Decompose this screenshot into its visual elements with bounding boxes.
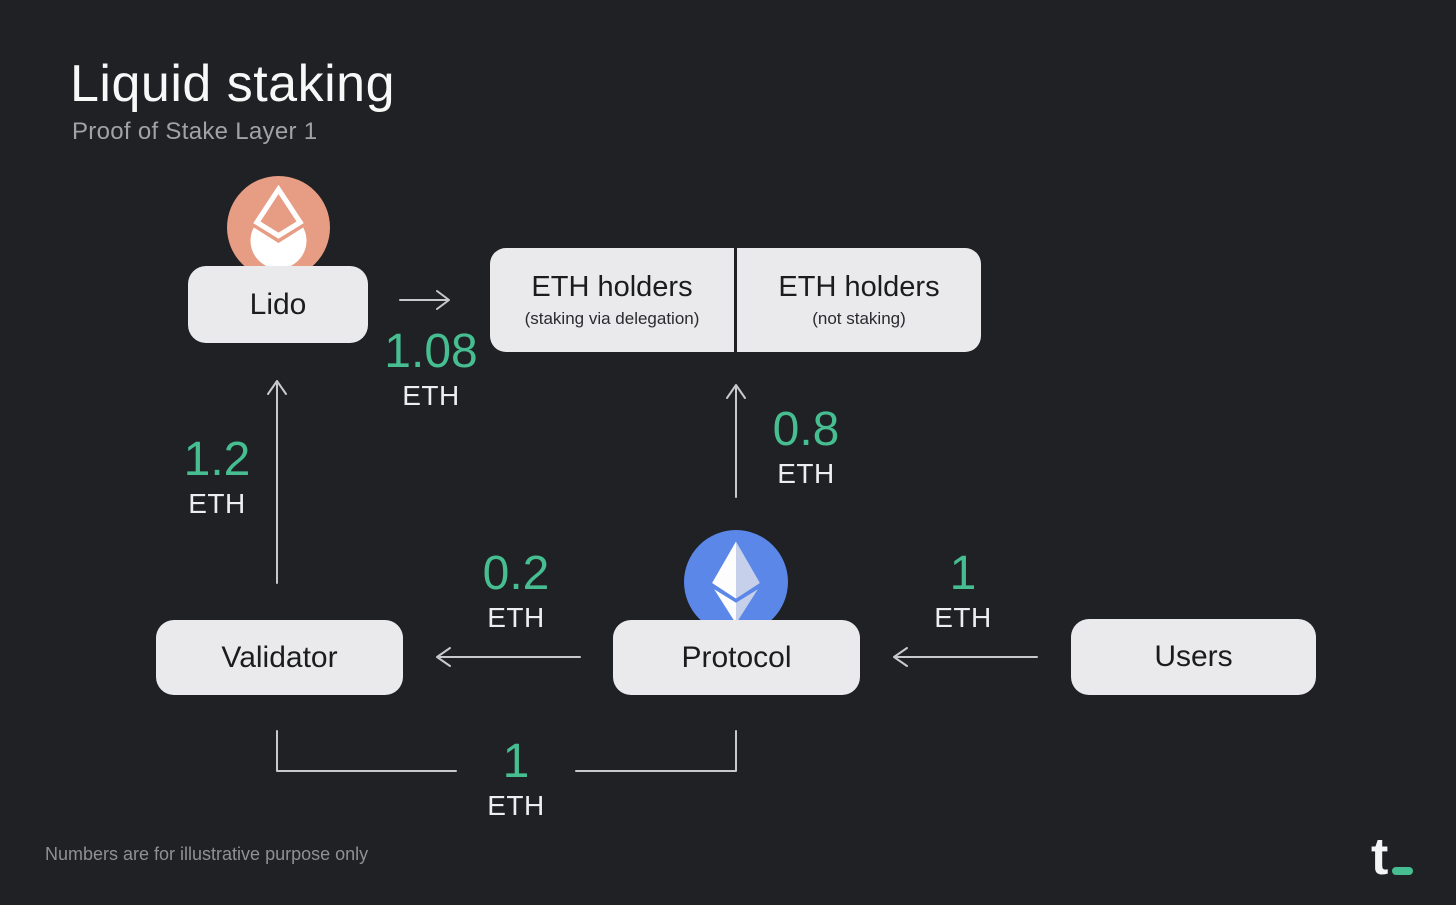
flow-value: 0.2 [482,547,550,600]
brand-logo: t [1371,828,1414,887]
arrow-lido-to-holders [399,290,450,310]
node-lido: Lido [188,266,368,343]
node-eth-holders: ETH holders (staking via delegation) ETH… [490,248,981,352]
node-eth-holders-not-staking: ETH holders (not staking) [737,248,981,352]
page-subtitle: Proof of Stake Layer 1 [72,118,318,145]
node-validator-label: Validator [221,640,338,674]
arrow-validator-to-lido [267,380,287,584]
flow-label-users-to-protocol: 1 ETH [934,550,992,632]
node-eth-holders-staking: ETH holders (staking via delegation) [490,248,734,352]
node-users-label: Users [1154,640,1233,673]
eth-holders-not-staking-label: ETH holders [778,271,940,303]
eth-holders-staking-label: ETH holders [531,271,693,303]
flow-unit: ETH [777,458,835,489]
ethereum-icon [684,530,788,634]
flow-label-protocol-to-validator: 0.2 ETH [483,550,550,632]
node-lido-label: Lido [249,287,307,321]
flow-unit: ETH [487,790,545,821]
lido-droplet-icon [227,176,330,279]
flow-unit: ETH [188,488,246,519]
arrow-users-to-protocol [893,647,1038,667]
brand-logo-letter: t [1371,828,1389,887]
footnote: Numbers are for illustrative purpose onl… [45,844,369,864]
arrow-protocol-to-validator [436,647,581,667]
node-protocol-label: Protocol [681,640,792,674]
flow-label-validator-protocol-bottom: 1 ETH [487,738,545,820]
arrow-protocol-to-holders [726,384,746,498]
flow-value: 1.08 [384,325,478,378]
node-validator: Validator [156,620,403,695]
flow-unit: ETH [487,602,545,633]
flow-label-validator-to-lido: 1.2 ETH [184,436,251,518]
flow-value: 1 [502,735,530,788]
node-protocol: Protocol [613,620,860,695]
flow-value: 1.2 [183,433,251,486]
flow-label-lido-to-holders: 1.08 ETH [384,328,477,410]
page-title: Liquid staking [70,55,395,113]
flow-value: 0.8 [772,403,840,456]
holders-divider [734,248,737,352]
flow-unit: ETH [402,380,460,411]
brand-logo-underscore-icon [1392,867,1414,875]
eth-holders-not-staking-sublabel: (not staking) [812,309,906,328]
node-users: Users [1071,619,1316,695]
flow-unit: ETH [934,602,992,633]
eth-holders-staking-sublabel: (staking via delegation) [524,309,700,328]
flow-value: 1 [949,547,977,600]
flow-label-protocol-to-holders: 0.8 ETH [773,406,840,488]
